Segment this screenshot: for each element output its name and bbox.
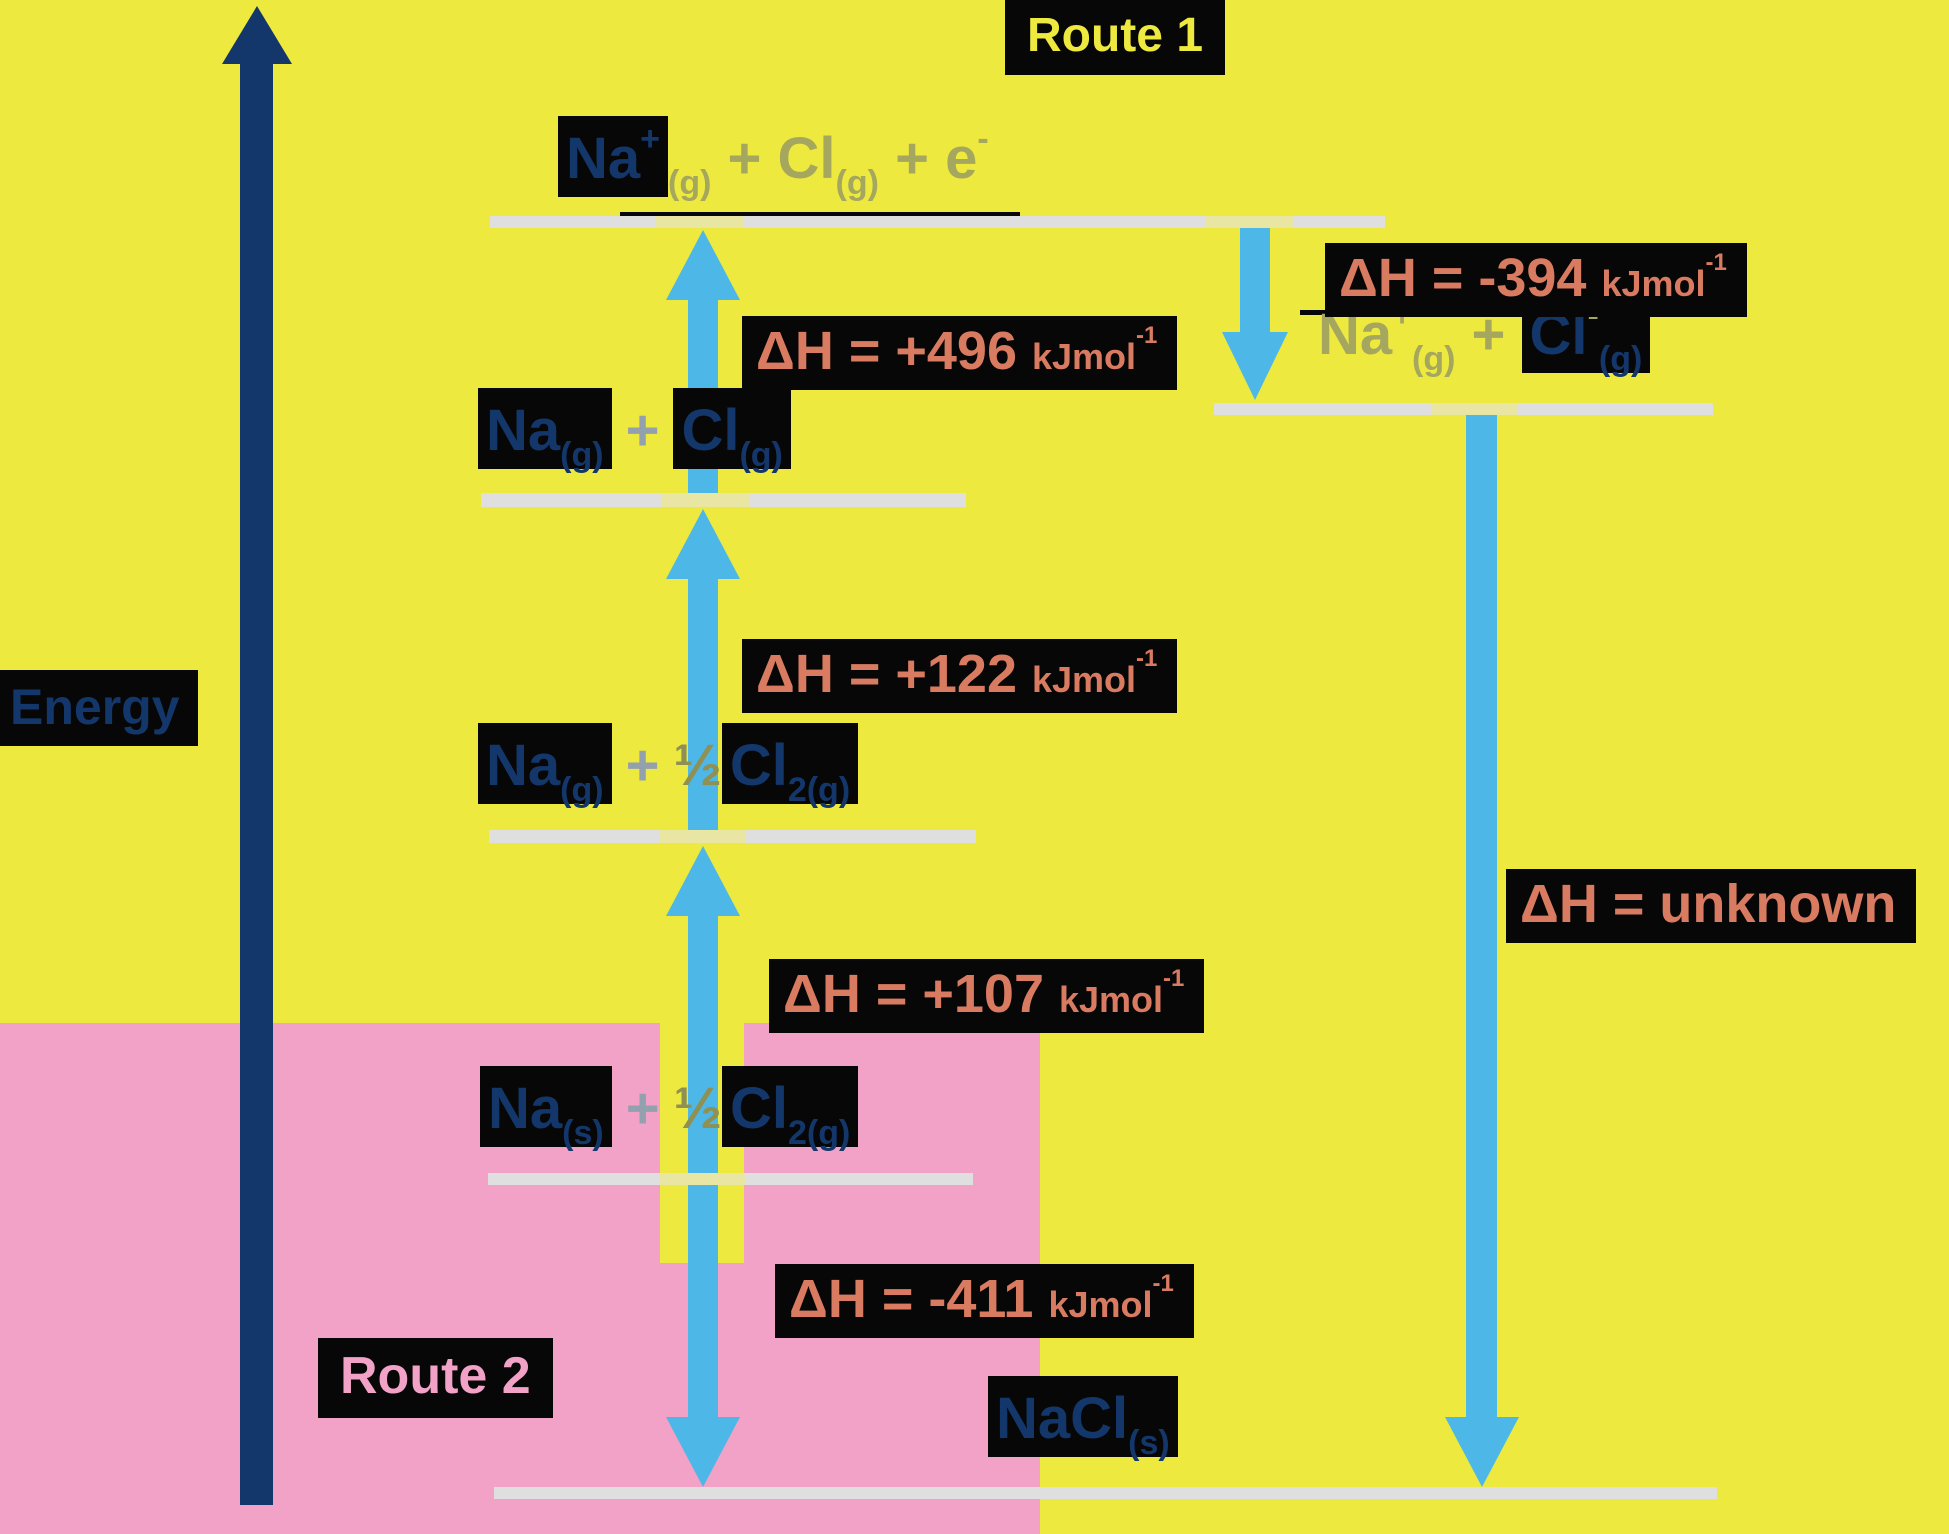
line-highlight bbox=[659, 830, 745, 843]
ionisation-arrow-up-icon bbox=[666, 230, 740, 300]
electron-affinity-arrow-down-icon bbox=[1222, 332, 1288, 400]
energy-axis-line bbox=[240, 58, 273, 1505]
species-label-na-g-cl-g: Na(g)+Cl(g) bbox=[478, 388, 791, 472]
energy-level-line-nacl bbox=[494, 1487, 1717, 1499]
species-label-nacl: NaCl(s) bbox=[988, 1376, 1178, 1460]
species-box: Cl2(g) bbox=[721, 1066, 859, 1150]
lattice-arrow-down-icon bbox=[1445, 1417, 1519, 1487]
cl-atomisation-arrow-up-icon bbox=[666, 509, 740, 579]
species-label-na-ion-cl-e: Na+(g) + Cl(g) + e- bbox=[558, 116, 989, 200]
species-box: Na(g) bbox=[478, 723, 612, 807]
line-highlight bbox=[1206, 216, 1294, 228]
species-box: Cl2(g) bbox=[721, 723, 859, 807]
formation-arrow-shaft bbox=[688, 1185, 718, 1419]
line-highlight bbox=[656, 216, 744, 228]
line-shadow-top bbox=[620, 212, 1020, 216]
electron-affinity-arrow-shaft bbox=[1240, 228, 1270, 334]
route1-title: Route 1 bbox=[1005, 0, 1226, 75]
enthalpy-label-496: ΔH = +496 kJmol-1 bbox=[742, 316, 1178, 390]
enthalpy-label-unknown: ΔH = unknown bbox=[1506, 869, 1917, 943]
energy-axis-label: Energy bbox=[0, 670, 198, 746]
energy-axis-arrowhead-icon bbox=[222, 6, 292, 64]
enthalpy-label-122: ΔH = +122 kJmol-1 bbox=[742, 639, 1178, 713]
line-highlight bbox=[661, 493, 750, 507]
line-highlight bbox=[1431, 403, 1518, 415]
na-atomisation-arrow-up-icon bbox=[666, 846, 740, 916]
route2-title: Route 2 bbox=[318, 1338, 553, 1418]
species-box: Cl(g) bbox=[673, 388, 791, 472]
enthalpy-label-394: ΔH = -394 kJmol-1 bbox=[1325, 243, 1747, 317]
na-atomisation-arrow-shaft bbox=[688, 914, 718, 1173]
lattice-arrow-shaft bbox=[1466, 415, 1497, 1419]
cl-atomisation-arrow-shaft bbox=[688, 577, 718, 830]
species-box: NaCl(s) bbox=[988, 1376, 1178, 1460]
formation-arrow-down-icon bbox=[666, 1417, 740, 1487]
species-box: Na+ bbox=[558, 116, 669, 197]
species-box: Na(g) bbox=[478, 388, 612, 472]
species-box: Na(s) bbox=[480, 1066, 612, 1150]
enthalpy-label-411: ΔH = -411 kJmol-1 bbox=[775, 1264, 1194, 1338]
line-highlight bbox=[659, 1173, 745, 1185]
enthalpy-label-107: ΔH = +107 kJmol-1 bbox=[769, 959, 1205, 1033]
